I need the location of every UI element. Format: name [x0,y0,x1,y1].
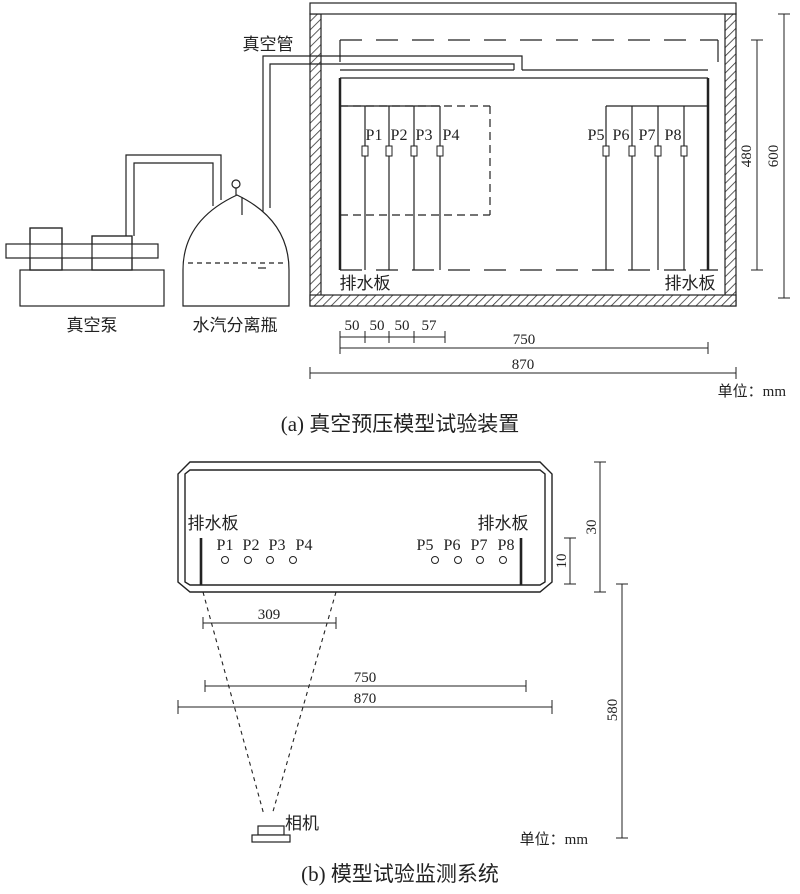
tank-walls [309,2,737,307]
sensor-label-p2: P2 [391,127,408,144]
dim-spacing-2: 50 [370,318,385,334]
dim-spacing-3: 50 [395,318,410,334]
dimension-lines-b [177,461,628,839]
sensor-b-p4: P4 [296,537,313,554]
drain-board-label-right-b: 排水板 [478,514,529,533]
dim-480: 480 [739,145,755,168]
dim-30: 30 [584,520,600,535]
unit-label-b: 单位：mm [520,831,589,848]
dim-10: 10 [554,554,570,569]
vacuum-tube-label: 真空管 [243,35,294,54]
dim-600: 600 [766,145,782,168]
tank-plan [177,461,553,593]
vacuum-pump [5,227,165,307]
sensor-b-p1: P1 [217,537,234,554]
sensor-label-p6: P6 [613,127,630,144]
unit-label-a: 单位：mm [718,383,787,400]
sensor-label-p7: P7 [639,127,656,144]
dim-spacing-1: 50 [345,318,360,334]
sensor-b-p5: P5 [417,537,434,554]
vacuum-tubes [125,55,708,236]
separator-bottle [182,179,290,307]
dim-750-a: 750 [513,332,536,348]
sensor-label-p8: P8 [665,127,682,144]
dim-870-a: 870 [512,357,535,373]
drain-group-right [605,78,710,270]
vacuum-pump-label: 真空泵 [67,316,118,335]
dim-580: 580 [605,699,621,722]
drain-board-label-left-b: 排水板 [188,514,239,533]
dashed-boundaries [339,39,719,271]
sensor-label-p4: P4 [443,127,460,144]
sensor-b-p7: P7 [471,537,488,554]
sensor-b-p2: P2 [243,537,260,554]
caption-b: (b) 模型试验监测系统 [301,862,499,886]
sensor-markers-left [361,145,444,157]
dim-309: 309 [258,607,281,623]
sensor-b-p3: P3 [269,537,286,554]
dimension-lines-a [309,13,790,379]
separator-label: 水汽分离瓶 [193,316,278,335]
dim-750-b: 750 [354,670,377,686]
dim-870-b: 870 [354,691,377,707]
camera [251,825,291,843]
sensor-label-p1: P1 [366,127,383,144]
sensor-label-p3: P3 [416,127,433,144]
drain-board-label-left: 排水板 [340,274,391,293]
drain-board-label-right: 排水板 [665,274,716,293]
dim-spacing-4: 57 [422,318,438,334]
sensor-b-p8: P8 [498,537,515,554]
panel-b: 排水板 排水板 P1 P2 P3 P4 P5 P6 P7 P8 [177,461,628,886]
camera-view-lines [202,591,337,816]
panel-a: 真空泵 水汽分离瓶 真空管 [5,2,790,436]
sensor-label-p5: P5 [588,127,605,144]
sensor-markers-right [602,145,688,157]
sensor-points-b [221,556,507,564]
drain-group-left [338,78,441,270]
sensor-b-p6: P6 [444,537,461,554]
camera-label: 相机 [285,814,319,833]
caption-a: (a) 真空预压模型试验装置 [281,412,520,436]
drain-boards-b [199,538,523,585]
